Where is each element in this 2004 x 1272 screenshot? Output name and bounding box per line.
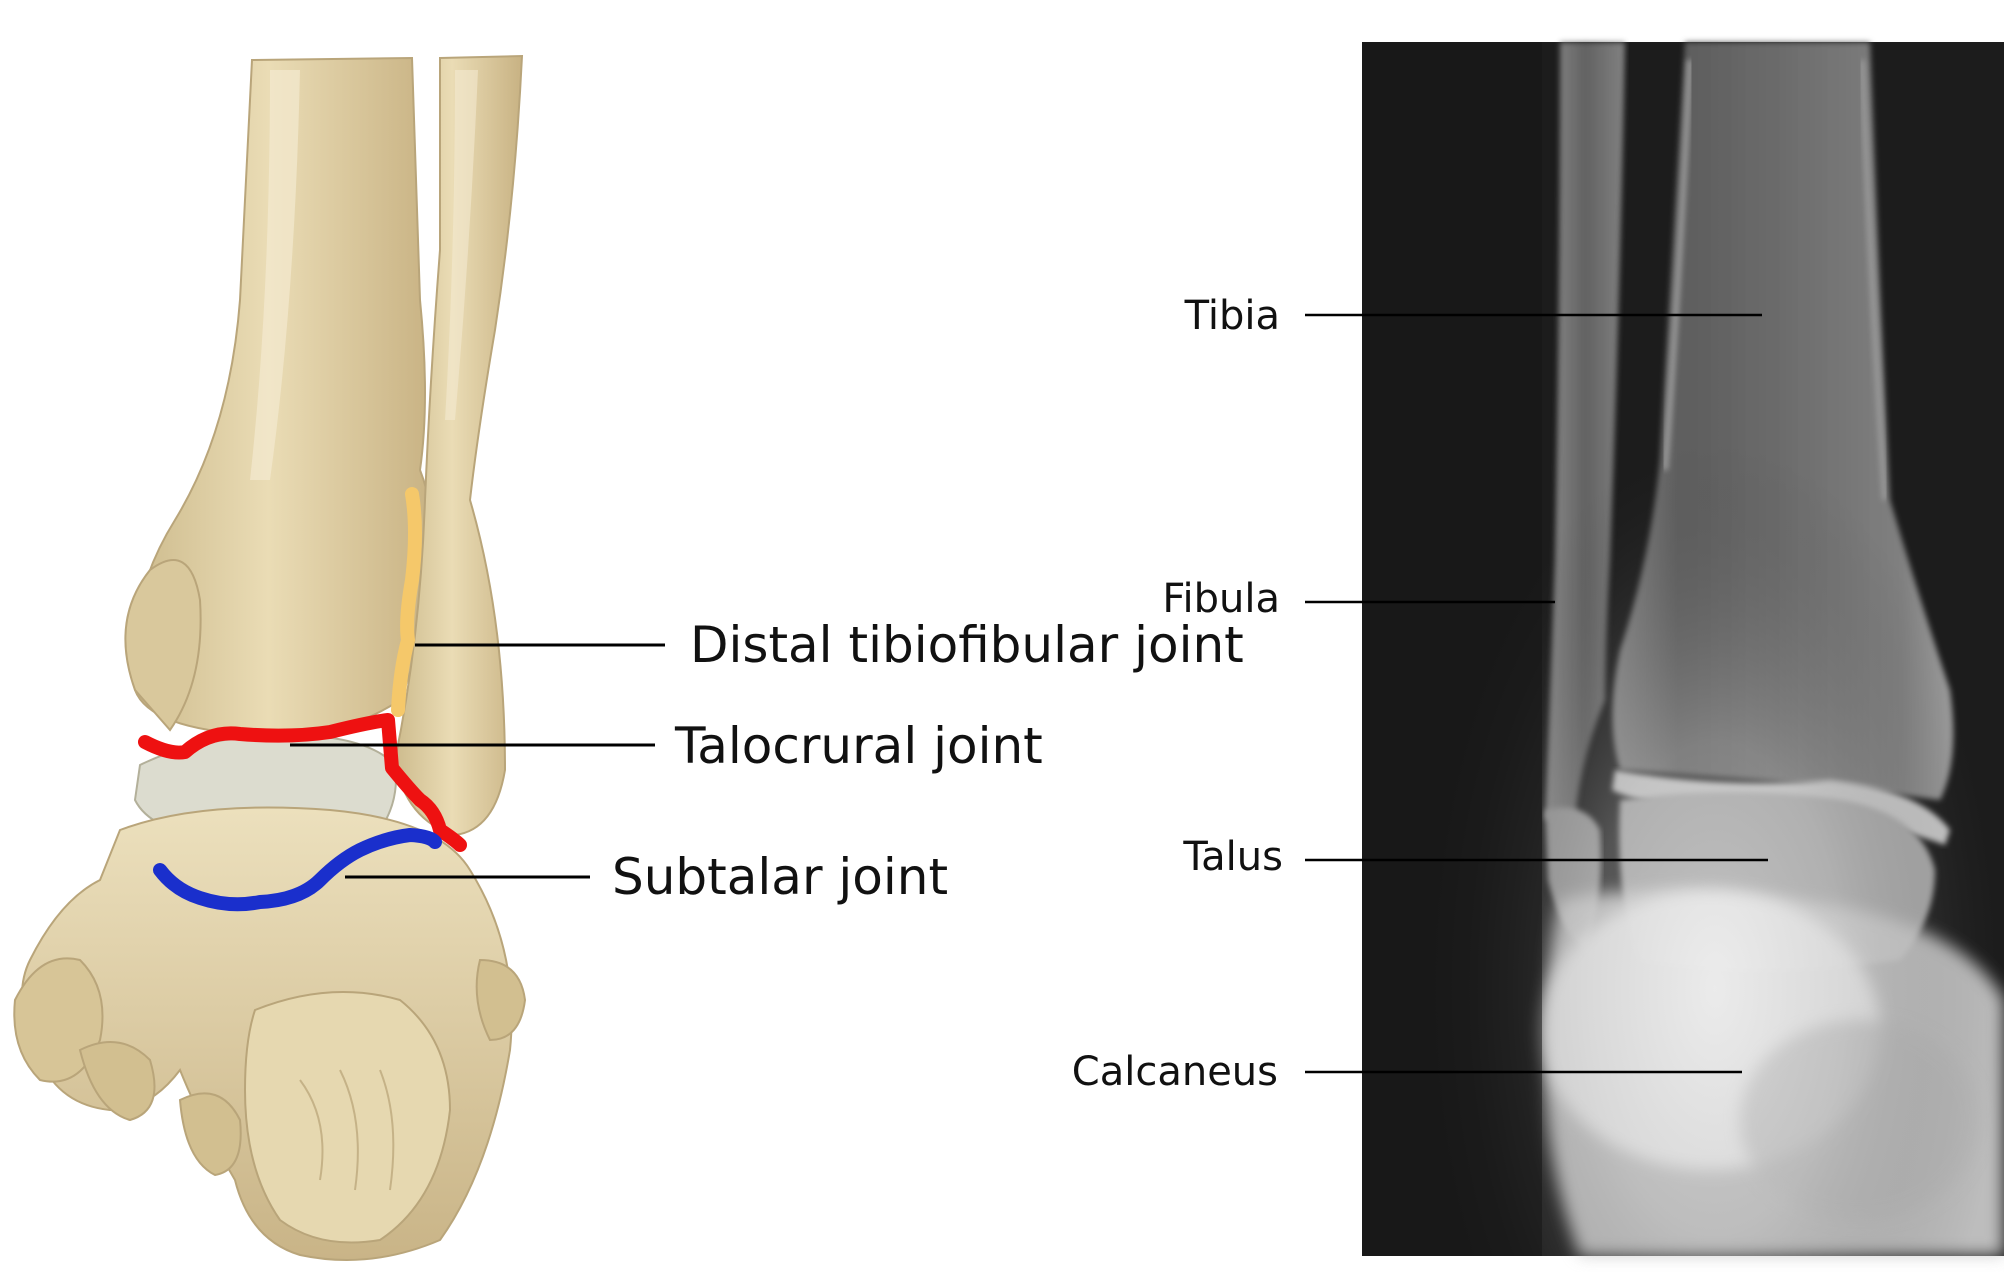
distal-tibiofibular-joint-label: Distal tibiofibular joint <box>690 616 1244 674</box>
ankle-illustration <box>13 54 527 1261</box>
xray-image <box>1362 42 2004 1256</box>
xray-leaders <box>1305 313 1768 1074</box>
talocrural-joint-line <box>138 713 467 852</box>
subtalar-joint-line <box>153 828 442 912</box>
joint-lines <box>138 487 467 912</box>
calcaneus-label: Calcaneus <box>1072 1049 1278 1095</box>
tibia-label: Tibia <box>1184 293 1280 339</box>
fibula-bone-illustration <box>393 54 524 837</box>
distal-tibiofibular-joint-line <box>391 487 422 717</box>
fibula-label: Fibula <box>1162 576 1280 622</box>
talus-label: Talus <box>1182 834 1283 880</box>
illustration-leaders <box>290 643 665 879</box>
subtalar-joint-label: Subtalar joint <box>612 848 948 906</box>
talocrural-joint-label: Talocrural joint <box>674 717 1043 775</box>
